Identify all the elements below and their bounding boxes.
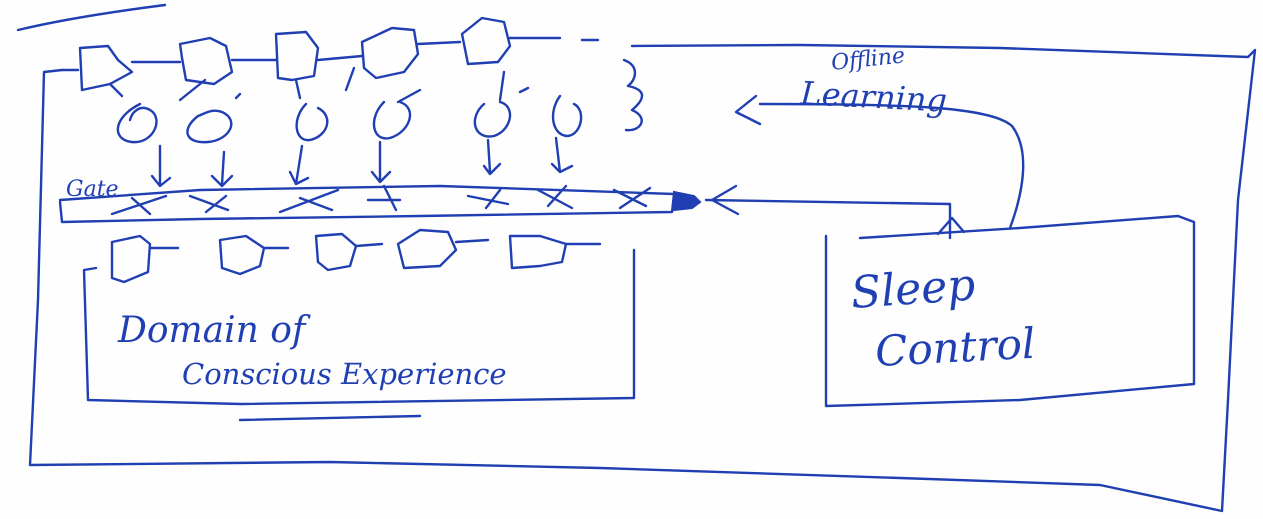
bracket	[622, 58, 644, 132]
domain-box	[82, 248, 636, 406]
sleep-label-1: Sleep	[849, 259, 977, 319]
offline-learning-path	[758, 102, 1025, 230]
gate-label: Gate	[66, 177, 119, 202]
memory-square	[360, 26, 420, 80]
memory-square	[274, 30, 320, 82]
control-up-arrow	[936, 216, 966, 236]
memory-square	[178, 36, 234, 86]
memory-squares-top	[78, 16, 512, 92]
domain-label-2: Conscious Experience	[182, 357, 507, 391]
control-line	[704, 198, 952, 240]
outer-frame	[28, 43, 1257, 513]
gate-bar	[58, 184, 676, 224]
domain-squares	[110, 228, 602, 284]
offline-label-2: Learning	[799, 74, 948, 120]
memory-square	[460, 16, 512, 66]
memory-loops	[108, 70, 583, 144]
domain-label-1: Domain of	[117, 310, 311, 351]
gate-end-marker	[673, 190, 702, 212]
control-arrowhead	[710, 184, 740, 216]
gate-input-arrows	[150, 136, 574, 188]
offline-arrowhead	[734, 94, 762, 126]
sleep-label-2: Control	[874, 319, 1037, 376]
domain-box-bottom-line	[238, 414, 422, 422]
memory-square	[78, 44, 134, 92]
stray-stroke	[16, 3, 167, 32]
gate-crosses	[110, 184, 652, 216]
top-row-links	[130, 36, 600, 92]
sleep-control-box	[824, 214, 1196, 408]
offline-label-1: Offline	[830, 43, 906, 76]
